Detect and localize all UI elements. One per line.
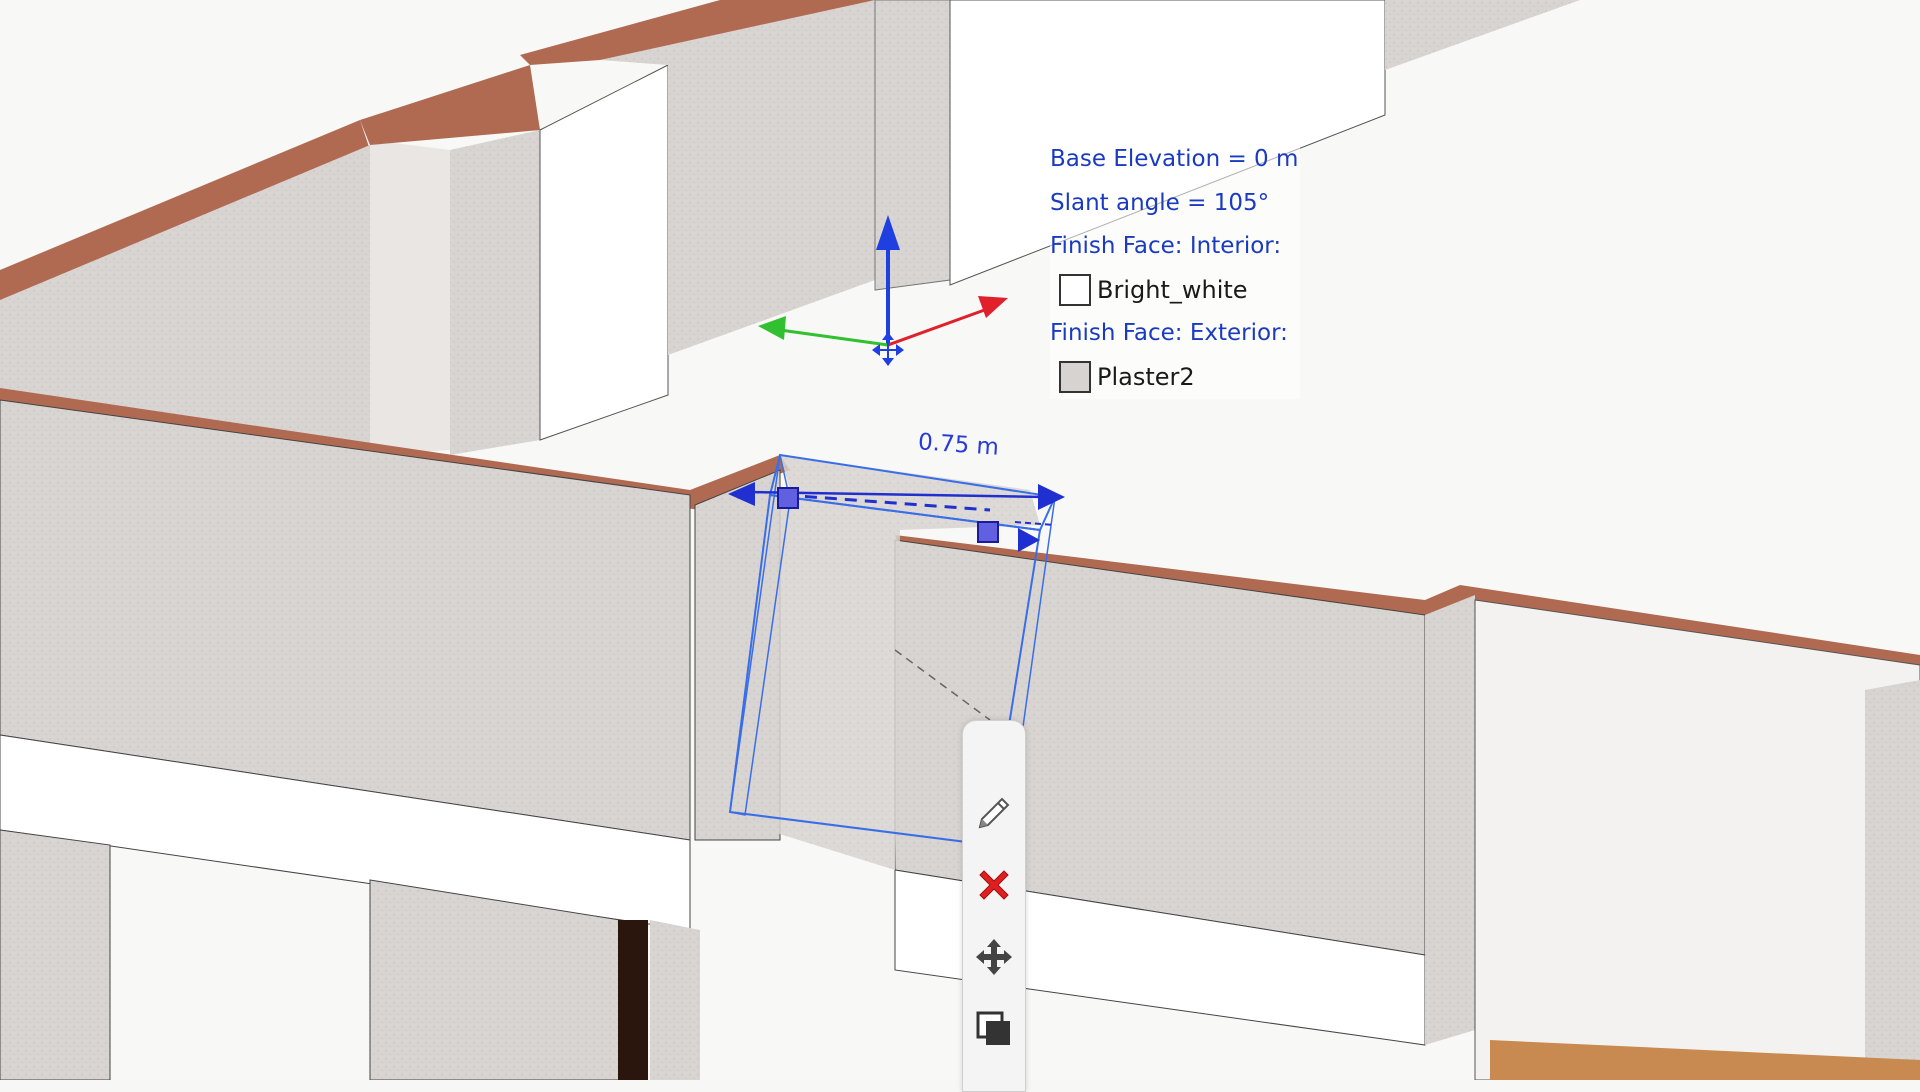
slant-angle-text: Slant angle = 105° bbox=[1050, 189, 1270, 216]
delete-button[interactable] bbox=[970, 861, 1018, 909]
wall-properties-tooltip: Base Elevation = 0 m Slant angle = 105° … bbox=[1050, 138, 1300, 399]
material-name-interior: Bright_white bbox=[1097, 275, 1248, 304]
pencil-icon bbox=[978, 797, 1010, 829]
front-wall-lower bbox=[0, 829, 700, 1080]
material-swatch-exterior bbox=[1059, 361, 1091, 394]
dimension-line[interactable] bbox=[728, 482, 1065, 552]
y-axis-arrow bbox=[758, 316, 786, 340]
x-axis[interactable] bbox=[887, 306, 991, 347]
move-icon bbox=[976, 939, 1012, 975]
finish-exterior-label: Finish Face: Exterior: bbox=[1050, 320, 1288, 346]
close-icon bbox=[979, 870, 1009, 900]
dimension-label[interactable]: 0.75 m bbox=[917, 429, 1000, 461]
z-axis-arrow bbox=[876, 215, 900, 250]
x-axis-arrow bbox=[978, 296, 1008, 318]
context-toolbar bbox=[962, 720, 1026, 1092]
material-name-exterior: Plaster2 bbox=[1097, 362, 1195, 391]
material-swatch-interior bbox=[1059, 274, 1091, 307]
finish-exterior-material: Plaster2 bbox=[1050, 356, 1300, 400]
y-axis[interactable] bbox=[779, 328, 889, 347]
edit-button[interactable] bbox=[970, 789, 1018, 837]
copy-button[interactable] bbox=[970, 1005, 1018, 1053]
finish-interior-label: Finish Face: Interior: bbox=[1050, 233, 1282, 259]
grip-handle-right[interactable] bbox=[977, 521, 999, 543]
finish-interior-material: Bright_white bbox=[1050, 269, 1300, 313]
copy-icon bbox=[976, 1011, 1010, 1045]
axis-gizmo[interactable] bbox=[758, 215, 1008, 366]
base-elevation-text: Base Elevation = 0 m bbox=[1050, 146, 1299, 172]
grip-handle-left[interactable] bbox=[777, 487, 799, 509]
front-wall-right bbox=[894, 535, 1920, 1080]
move-button[interactable] bbox=[970, 933, 1018, 981]
front-wall-left bbox=[0, 388, 790, 931]
